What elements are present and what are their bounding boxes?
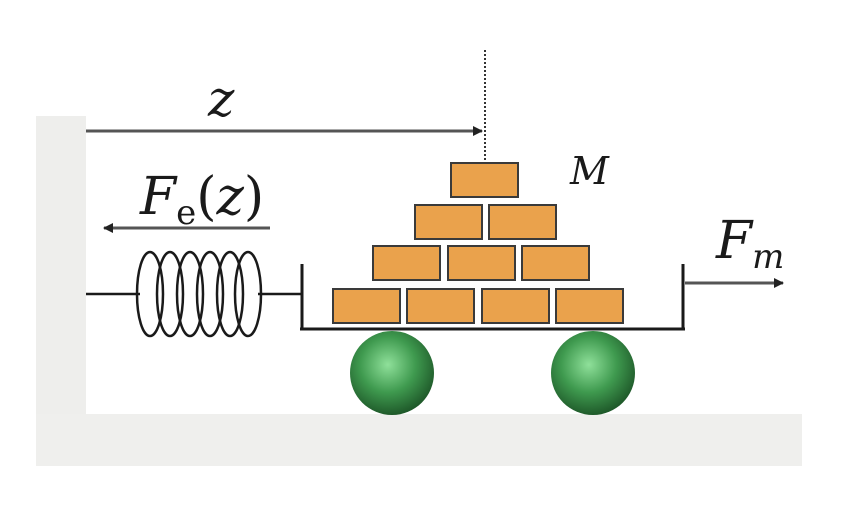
brick-stack (332, 162, 624, 324)
wall (36, 116, 86, 416)
applied-force-subscript: m (752, 237, 784, 277)
cart-frame (300, 264, 685, 331)
brick (414, 204, 483, 240)
applied-force-symbol: F (715, 211, 754, 271)
brick (406, 288, 475, 324)
brick (447, 245, 516, 281)
brick (488, 204, 557, 240)
left-wheel (350, 331, 434, 415)
spring-force-paren-close: ) (244, 167, 264, 227)
spring (86, 250, 302, 338)
brick (555, 288, 624, 324)
brick (332, 288, 401, 324)
displacement-label: z (207, 70, 235, 128)
floor (36, 414, 802, 466)
spring-force-arg: z (216, 167, 245, 227)
spring-force-subscript: e (176, 193, 196, 233)
brick (450, 162, 519, 198)
brick (481, 288, 550, 324)
spring-force-symbol: F (139, 167, 178, 227)
right-wheel (551, 331, 635, 415)
mass-label: M (569, 149, 610, 193)
spring-force-paren-open: ( (196, 167, 216, 227)
spring-force-label: Fe(z) (139, 167, 264, 233)
applied-force-label: Fm (715, 211, 784, 277)
brick (521, 245, 590, 281)
brick (372, 245, 441, 281)
